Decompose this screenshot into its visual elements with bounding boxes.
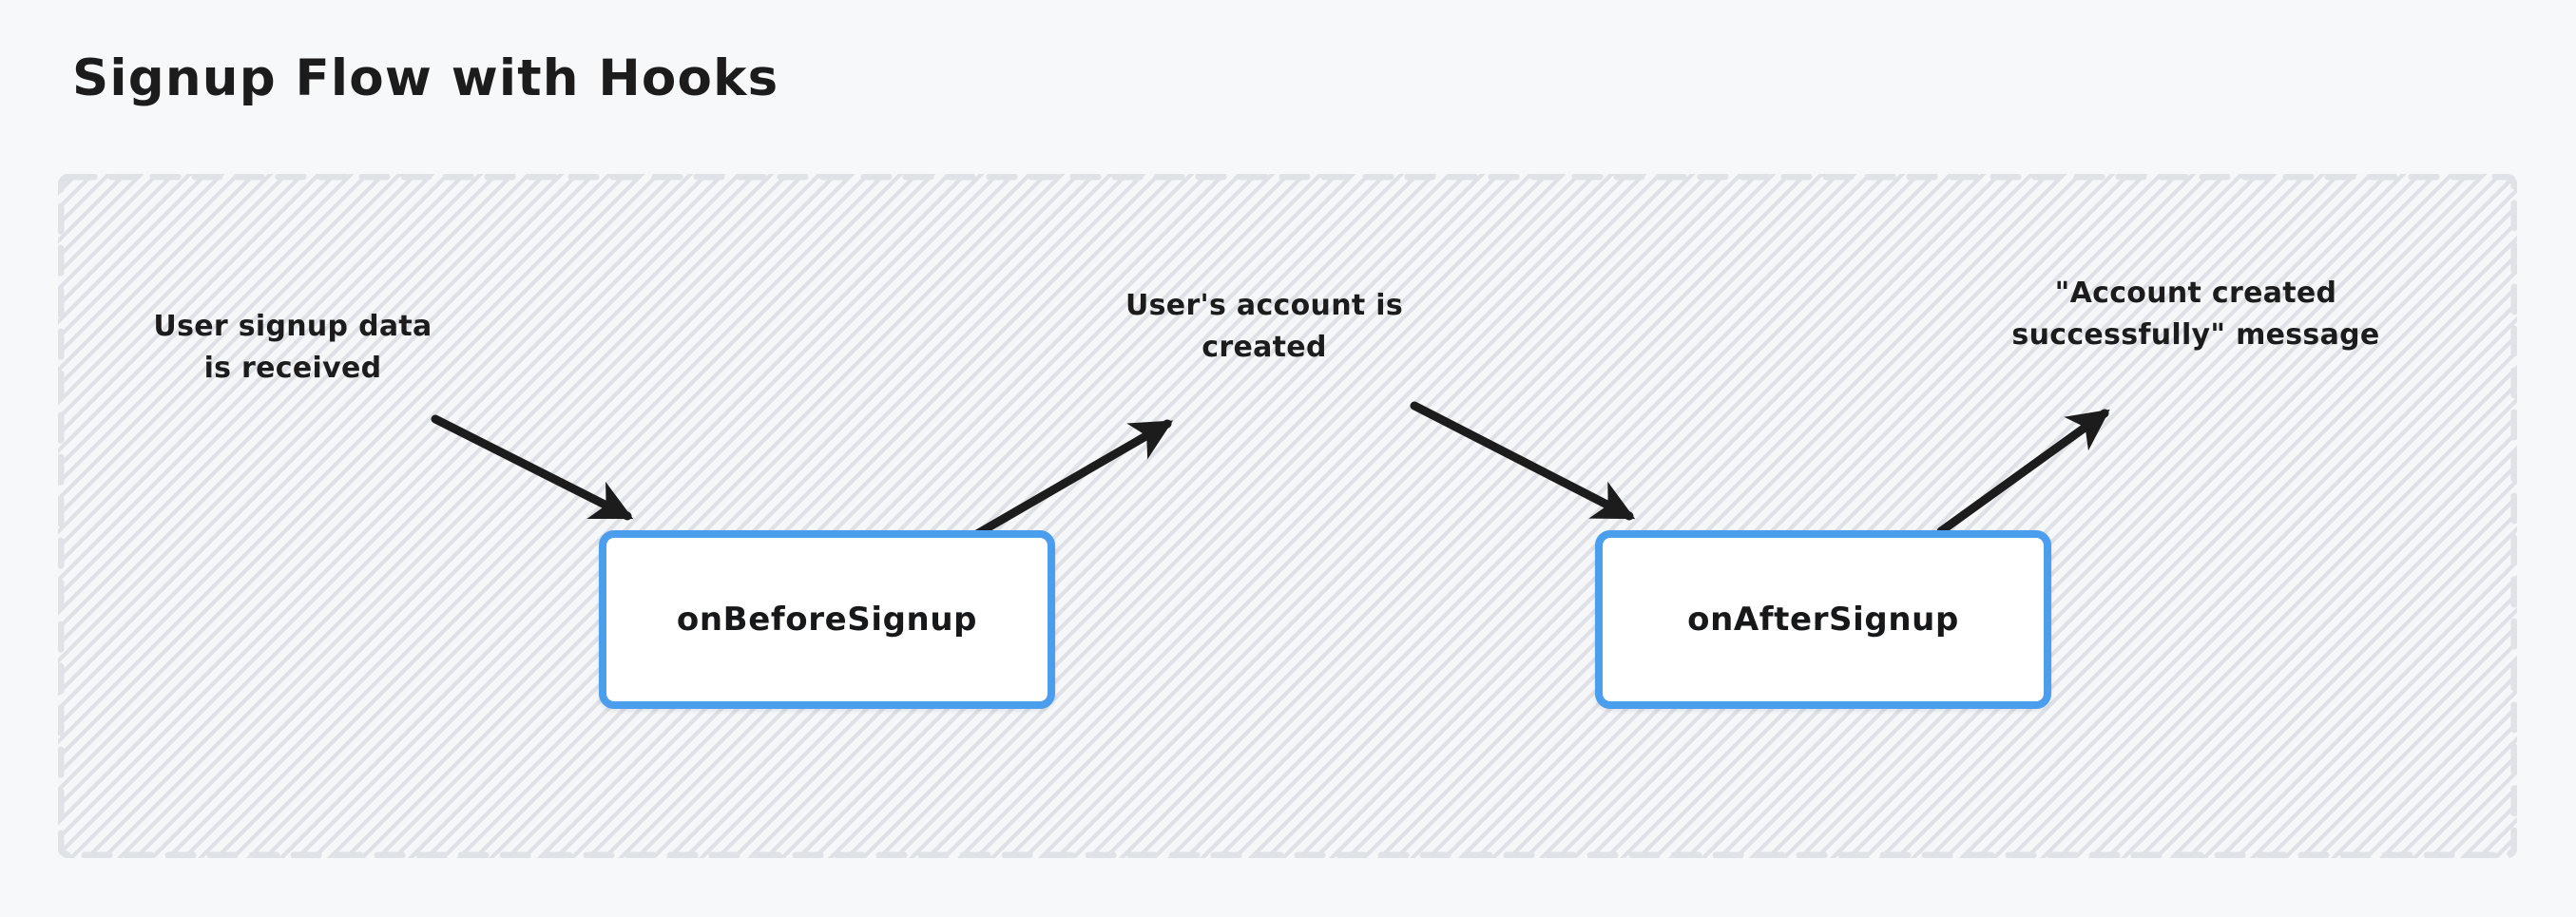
node-on-before-signup-label: onBeforeSignup	[676, 601, 978, 639]
node-on-after-signup-label: onAfterSignup	[1687, 601, 1959, 639]
node-on-before-signup[interactable]: onBeforeSignup	[599, 530, 1055, 709]
edge-label-success-message: "Account created successfully" message	[2011, 277, 2380, 352]
node-on-after-signup[interactable]: onAfterSignup	[1595, 530, 2051, 709]
edge-label-user-signup-data: User signup data is received	[153, 310, 433, 385]
edge-label-account-created: User's account is created	[1125, 289, 1403, 364]
page-title: Signup Flow with Hooks	[72, 49, 779, 107]
